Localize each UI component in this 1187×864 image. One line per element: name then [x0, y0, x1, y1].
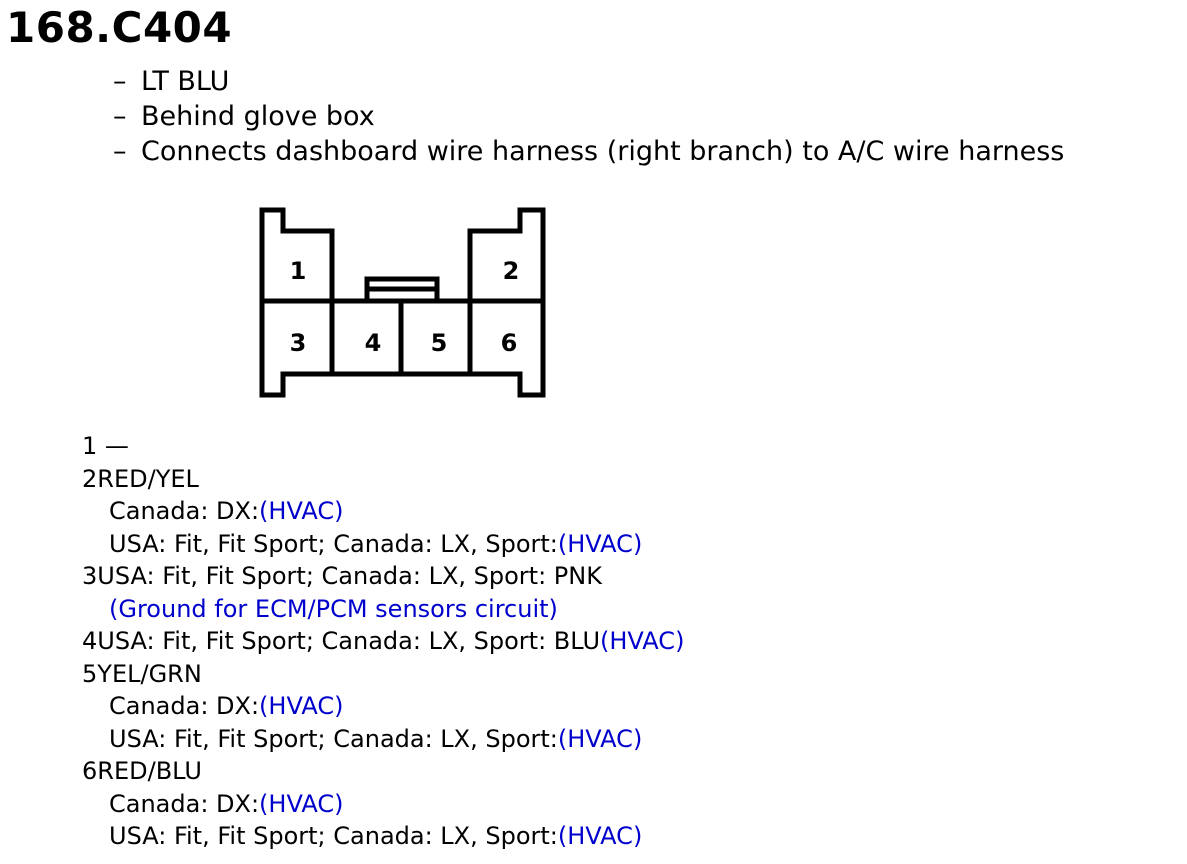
variant-text: USA: Fit, Fit Sport; Canada: LX, Sport: — [109, 529, 558, 558]
pin-wire-color: RED/YEL — [97, 464, 199, 493]
cavity-label-3: 3 — [290, 329, 307, 357]
pin-variant: USA: Fit, Fit Sport; Canada: LX, Sport:(… — [82, 820, 684, 853]
cavity-label-1: 1 — [290, 257, 307, 285]
pin-number: 2 — [82, 464, 98, 493]
pin-number: 6 — [82, 757, 98, 785]
cavity-label-6: 6 — [501, 329, 518, 357]
page-title: 168.C404 — [6, 3, 233, 52]
pin-variant: Canada: DX:(HVAC) — [82, 495, 684, 528]
pin-row: 4USA: Fit, Fit Sport; Canada: LX, Sport:… — [82, 625, 684, 658]
pin-row: 1 — — [82, 430, 684, 463]
detail-item: –Connects dashboard wire harness (right … — [113, 134, 1064, 169]
pin-number: 3 — [82, 562, 98, 590]
hvac-link[interactable]: (HVAC) — [557, 529, 643, 558]
pin-variant: USA: Fit, Fit Sport; Canada: LX, Sport:(… — [82, 723, 684, 756]
pin-row: 2RED/YEL — [82, 463, 684, 496]
detail-item: –LT BLU — [113, 64, 1064, 99]
hvac-link[interactable]: (HVAC) — [557, 724, 643, 753]
pin-text: USA: Fit, Fit Sport; Canada: LX, Sport: … — [97, 627, 601, 655]
pin-row: 3USA: Fit, Fit Sport; Canada: LX, Sport:… — [82, 560, 684, 593]
pin-variant: Canada: DX:(HVAC) — [82, 788, 684, 821]
dash: – — [113, 101, 127, 132]
variant-text: USA: Fit, Fit Sport; Canada: LX, Sport: — [109, 724, 558, 753]
pin-row: 6RED/BLU — [82, 755, 684, 788]
cavity-label-4: 4 — [365, 329, 382, 357]
hvac-link[interactable]: (HVAC) — [259, 497, 344, 525]
detail-color: LT BLU — [141, 66, 230, 97]
variant-text: Canada: DX: — [109, 497, 260, 525]
detail-connection: Connects dashboard wire harness (right b… — [141, 136, 1065, 167]
pin-row: 5YEL/GRN — [82, 658, 684, 691]
pin-variant: Canada: DX:(HVAC) — [82, 690, 684, 723]
connector-outline — [259, 207, 546, 398]
hvac-link[interactable]: (HVAC) — [259, 789, 344, 818]
detail-location: Behind glove box — [141, 101, 375, 132]
connector-face-diagram: 1 2 3 4 5 6 — [259, 207, 546, 398]
pin-variant: (Ground for ECM/PCM sensors circuit) — [82, 593, 684, 626]
hvac-link[interactable]: (HVAC) — [259, 692, 344, 720]
pin-list: 1 — 2RED/YEL Canada: DX:(HVAC) USA: Fit,… — [82, 430, 684, 853]
pin-wire-color: RED/BLU — [97, 757, 202, 785]
hvac-link[interactable]: (HVAC) — [600, 627, 685, 655]
pin-value: — — [104, 432, 129, 460]
pin-number: 1 — [82, 432, 98, 460]
pin-variant: USA: Fit, Fit Sport; Canada: LX, Sport:(… — [82, 528, 684, 561]
pin-wire-color: YEL/GRN — [97, 659, 202, 688]
hvac-link[interactable]: (HVAC) — [557, 822, 643, 850]
variant-text: USA: Fit, Fit Sport; Canada: LX, Sport: — [109, 822, 558, 850]
ground-circuit-link[interactable]: (Ground for ECM/PCM sensors circuit) — [109, 594, 558, 623]
detail-item: –Behind glove box — [113, 99, 1064, 134]
cavity-label-2: 2 — [503, 257, 520, 285]
pin-text: USA: Fit, Fit Sport; Canada: LX, Sport: … — [97, 562, 602, 590]
cavity-label-5: 5 — [431, 329, 448, 357]
pin-number: 5 — [82, 659, 98, 688]
dash: – — [113, 136, 127, 167]
pin-number: 4 — [82, 627, 98, 655]
dash: – — [113, 66, 127, 97]
connector-details: –LT BLU –Behind glove box –Connects dash… — [113, 64, 1064, 169]
variant-text: Canada: DX: — [109, 692, 260, 720]
variant-text: Canada: DX: — [109, 789, 260, 818]
